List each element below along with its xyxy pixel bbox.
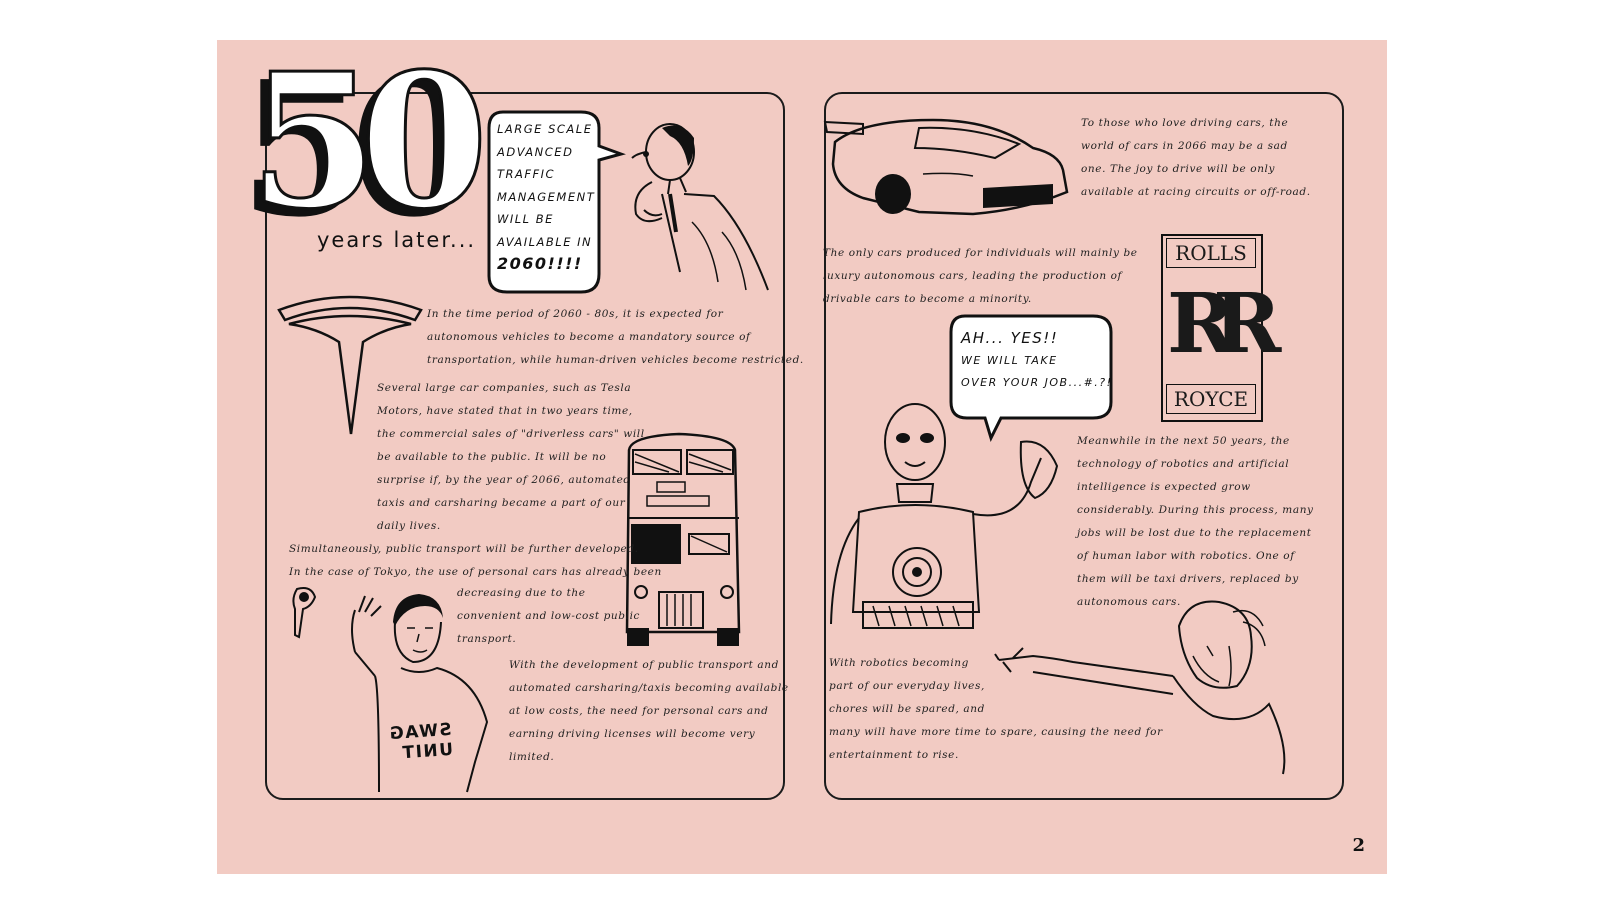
traffic-bubble-text: LARGE SCALE ADVANCED TRAFFIC MANAGEMENT … [497,118,595,276]
text-line: chores will be spared, and [829,703,985,715]
text-line: taxis and carsharing became a part of ou… [377,497,626,509]
text-line: To those who love driving cars, the [1081,117,1289,129]
text-line: intelligence is expected grow [1077,481,1251,493]
page-number: 2 [1352,835,1365,856]
text-line: part of our everyday lives, [829,680,985,692]
text-line: The only cars produced for individuals w… [823,247,1138,259]
car-key-icon [292,587,317,639]
fifty-face: 50 [249,32,481,250]
text-line: drivable cars to become a minority. [823,293,1032,305]
traffic-speech-bubble [487,110,626,294]
bubble-line: TRAFFIC [497,167,556,181]
text-line: earning driving licenses will become ver… [509,728,756,740]
tesla-logo-icon [277,295,423,435]
headset-man-illustration [631,123,769,291]
rolls-royce-logo: ROLLS RR ROYCE [1161,234,1281,422]
text-line: surprise if, by the year of 2066, automa… [377,474,631,486]
text-line: considerably. During this process, many [1077,504,1314,516]
right-paragraph-2: The only cars produced for individuals w… [823,242,1138,311]
text-line: entertainment to rise. [829,749,959,761]
fifty-headline: 50 50 [239,31,500,259]
boy-waving-illustration [351,594,489,793]
text-line: Motors, have stated that in two years ti… [377,405,633,417]
text-line: many will have more time to spare, causi… [829,726,1163,738]
robot-bubble-text: AH... YES!! WE WILL TAKE OVER YOUR JOB..… [961,326,1113,394]
left-paragraph-2: Several large car companies, such as Tes… [377,377,645,538]
text-line: With the development of public transport… [509,659,779,671]
text-line: With robotics becoming [829,657,969,669]
text-line: convenient and low-cost public [457,610,641,622]
bubble-line: OVER YOUR JOB...#.?! [961,376,1113,389]
text-line: daily lives. [377,520,441,532]
bubble-line: AH... YES!! [961,329,1059,347]
text-line: decreasing due to the [457,587,586,599]
bubble-line: LARGE SCALE [497,122,593,136]
right-paragraph-3: Meanwhile in the next 50 years, the tech… [1077,430,1314,614]
rr-logo-top: ROLLS [1166,238,1256,268]
right-panel [824,92,1344,800]
left-paragraph-1: In the time period of 2060 - 80s, it is … [427,303,804,372]
text-line: transport. [457,633,517,645]
robot-illustration [830,403,1059,629]
bubble-line: WE WILL TAKE [961,354,1058,367]
text-line: jobs will be lost due to the replacement [1077,527,1312,539]
text-line: automated carsharing/taxis becoming avai… [509,682,789,694]
text-line: available at racing circuits or off-road… [1081,186,1311,198]
right-paragraph-4: With robotics becoming part of our every… [829,652,1163,767]
bubble-line: AVAILABLE IN [497,234,593,249]
fifty-shadow: 50 [239,40,471,258]
text-line: luxury autonomous cars, leading the prod… [823,270,1123,282]
sports-car-illustration [823,118,1069,216]
text-line: technology of robotics and artificial [1077,458,1290,470]
magazine-spread: 50 50 years later... LARGE SCALE ADVANCE… [217,31,1387,874]
text-line: at low costs, the need for personal cars… [509,705,769,717]
text-line: autonomous vehicles to become a mandator… [427,331,751,343]
text-line: autonomous cars. [1077,596,1181,608]
text-line: of human labor with robotics. One of [1077,550,1295,562]
text-line: In the time period of 2060 - 80s, it is … [427,308,724,320]
robot-speech-bubble [949,314,1113,443]
bubble-line: WILL BE [497,212,554,226]
text-line: the commercial sales of "driverless cars… [377,428,645,440]
double-decker-bus-illustration [625,432,741,646]
text-line: limited. [509,751,555,763]
left-paragraph-3b: decreasing due to the convenient and low… [457,582,640,651]
years-later-subtitle: years later... [317,228,477,252]
pointing-figure-illustration [994,600,1286,775]
text-line: world of cars in 2066 may be a sad [1081,140,1288,152]
text-line: In the case of Tokyo, the use of persona… [289,566,662,578]
text-line: one. The joy to drive will be only [1081,163,1276,175]
text-line: be available to the public. It will be n… [377,451,607,463]
text-line: them will be taxi drivers, replaced by [1077,573,1299,585]
text-line: Several large car companies, such as Tes… [377,382,632,394]
left-paragraph-3: Simultaneously, public transport will be… [289,538,662,584]
text-line: Meanwhile in the next 50 years, the [1077,435,1290,447]
right-paragraph-1: To those who love driving cars, the worl… [1081,112,1311,204]
bubble-line: MANAGEMENT [497,189,596,204]
bubble-line: 2060!!!! [497,254,583,273]
rr-monogram: RR [1167,276,1281,372]
shirt-text: SWAG UNIT [388,720,454,764]
left-panel [265,92,785,800]
text-line: transportation, while human-driven vehic… [427,354,804,366]
text-line: Simultaneously, public transport will be… [289,543,639,555]
left-paragraph-4: With the development of public transport… [509,654,789,769]
rr-logo-bottom: ROYCE [1166,384,1256,414]
bubble-line: ADVANCED [497,144,574,159]
